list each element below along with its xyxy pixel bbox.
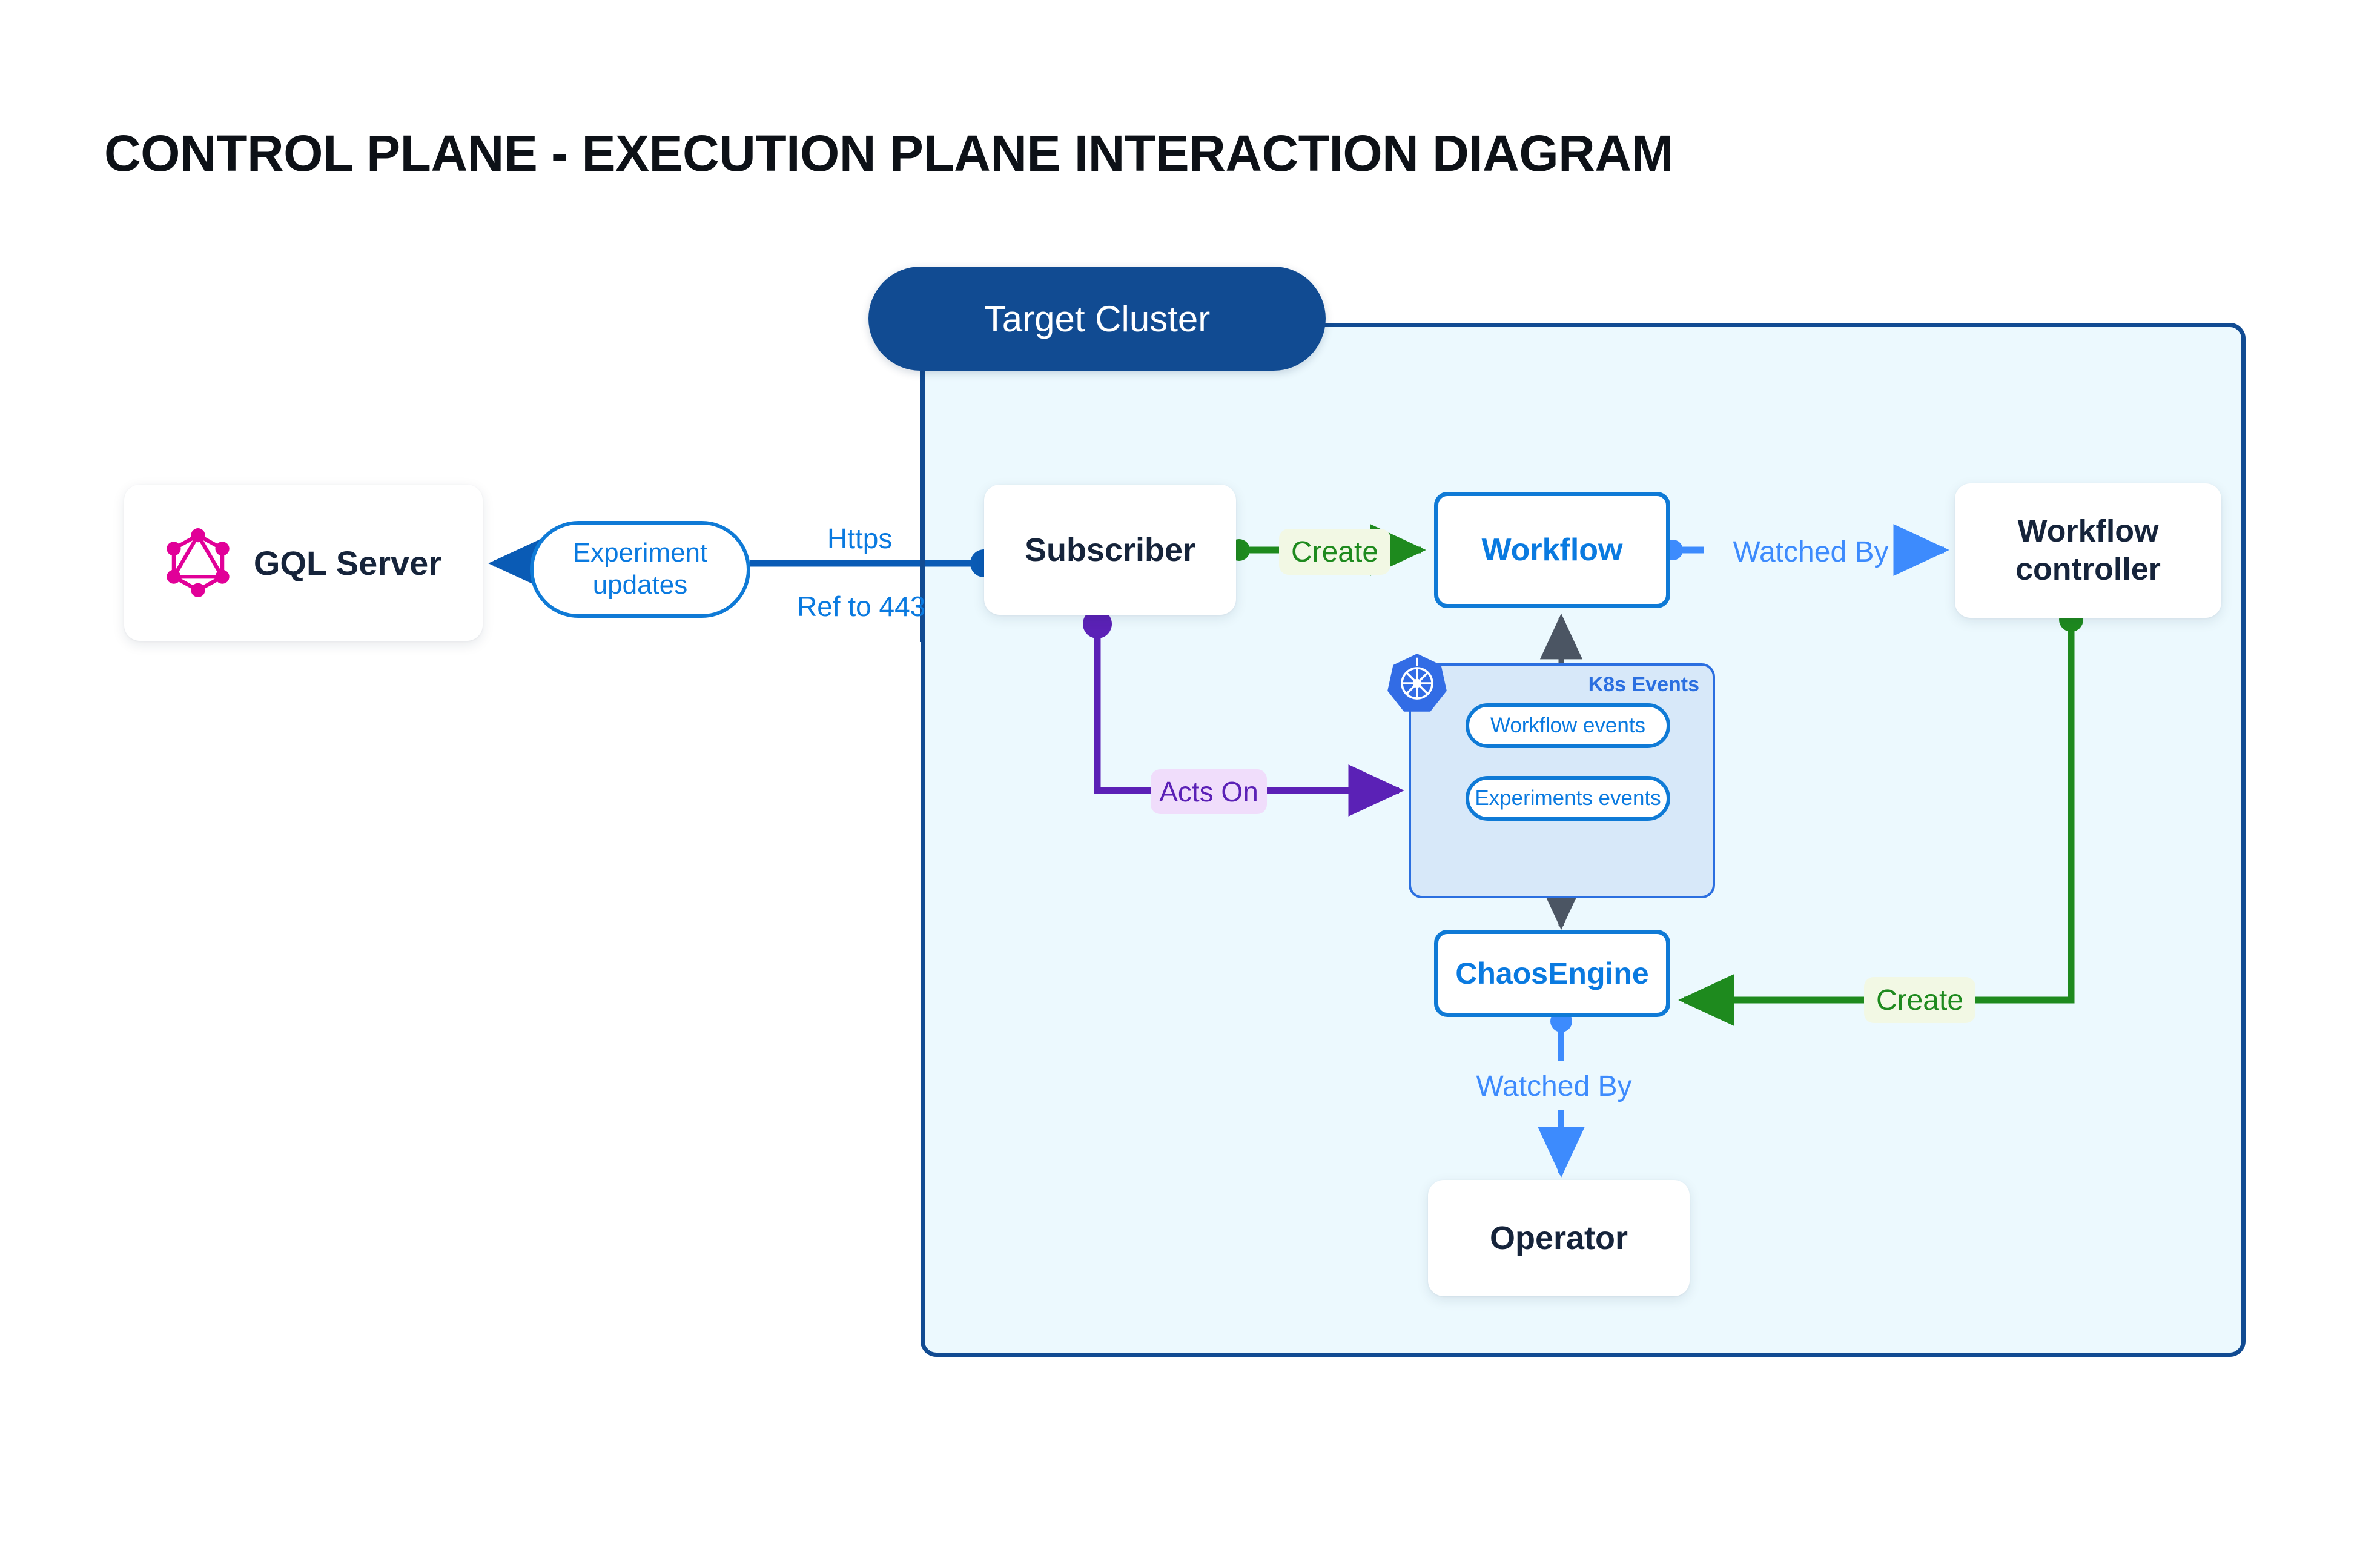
graphql-icon bbox=[165, 528, 231, 598]
node-chaosengine-label: ChaosEngine bbox=[1455, 956, 1649, 990]
node-subscriber-label: Subscriber bbox=[1024, 531, 1196, 568]
edge-label-ref-to-443: Ref to 443 bbox=[797, 588, 967, 625]
edge-label-create-chaosengine-text: Create bbox=[1876, 984, 1964, 1016]
edge-label-https-text: Https bbox=[827, 523, 893, 554]
edge-label-acts-on: Acts On bbox=[1151, 769, 1267, 814]
k8s-events-panel: K8s Events Workflow events Experiments e… bbox=[1409, 663, 1715, 898]
kubernetes-icon bbox=[1386, 652, 1449, 715]
edge-label-ref-to-443-text: Ref to 443 bbox=[797, 591, 926, 622]
node-operator-label: Operator bbox=[1489, 1220, 1628, 1256]
target-cluster-badge[interactable]: Target Cluster bbox=[868, 267, 1326, 371]
node-gql-server[interactable]: GQL Server bbox=[124, 485, 483, 641]
edge-label-experiment-updates-text: Experiment updates bbox=[572, 538, 708, 600]
node-gql-server-label: GQL Server bbox=[253, 543, 442, 582]
edge-label-create-chaosengine: Create bbox=[1864, 977, 1975, 1023]
k8s-events-title: K8s Events bbox=[1588, 673, 1699, 696]
node-chaosengine[interactable]: ChaosEngine bbox=[1434, 930, 1670, 1017]
node-operator[interactable]: Operator bbox=[1428, 1180, 1690, 1296]
node-workflow[interactable]: Workflow bbox=[1434, 492, 1670, 608]
edge-label-create-workflow-text: Create bbox=[1291, 535, 1379, 568]
page-title: CONTROL PLANE - EXECUTION PLANE INTERACT… bbox=[104, 125, 1673, 182]
edge-label-watched-by-controller: Watched By bbox=[1704, 532, 1917, 572]
node-subscriber[interactable]: Subscriber bbox=[984, 485, 1236, 615]
node-workflow-controller-label: Workflow controller bbox=[2015, 513, 2161, 587]
edge-label-experiment-updates: Experiment updates bbox=[530, 521, 750, 618]
k8s-pill-workflow-events-label: Workflow events bbox=[1490, 714, 1646, 737]
target-cluster-label: Target Cluster bbox=[983, 298, 1211, 339]
edge-label-https: Https bbox=[827, 520, 960, 557]
edge-label-acts-on-text: Acts On bbox=[1159, 776, 1258, 807]
edge-label-watched-by-controller-text: Watched By bbox=[1733, 535, 1889, 568]
edge-label-create-workflow: Create bbox=[1279, 529, 1390, 575]
node-workflow-label: Workflow bbox=[1481, 532, 1623, 568]
k8s-pill-experiments-events-label: Experiments events bbox=[1475, 786, 1661, 810]
edge-label-watched-by-operator-text: Watched By bbox=[1476, 1070, 1632, 1102]
edge-label-watched-by-operator: Watched By bbox=[1447, 1066, 1661, 1106]
node-workflow-controller[interactable]: Workflow controller bbox=[1955, 483, 2221, 618]
k8s-pill-experiments-events[interactable]: Experiments events bbox=[1466, 776, 1670, 821]
k8s-pill-workflow-events[interactable]: Workflow events bbox=[1466, 703, 1670, 748]
